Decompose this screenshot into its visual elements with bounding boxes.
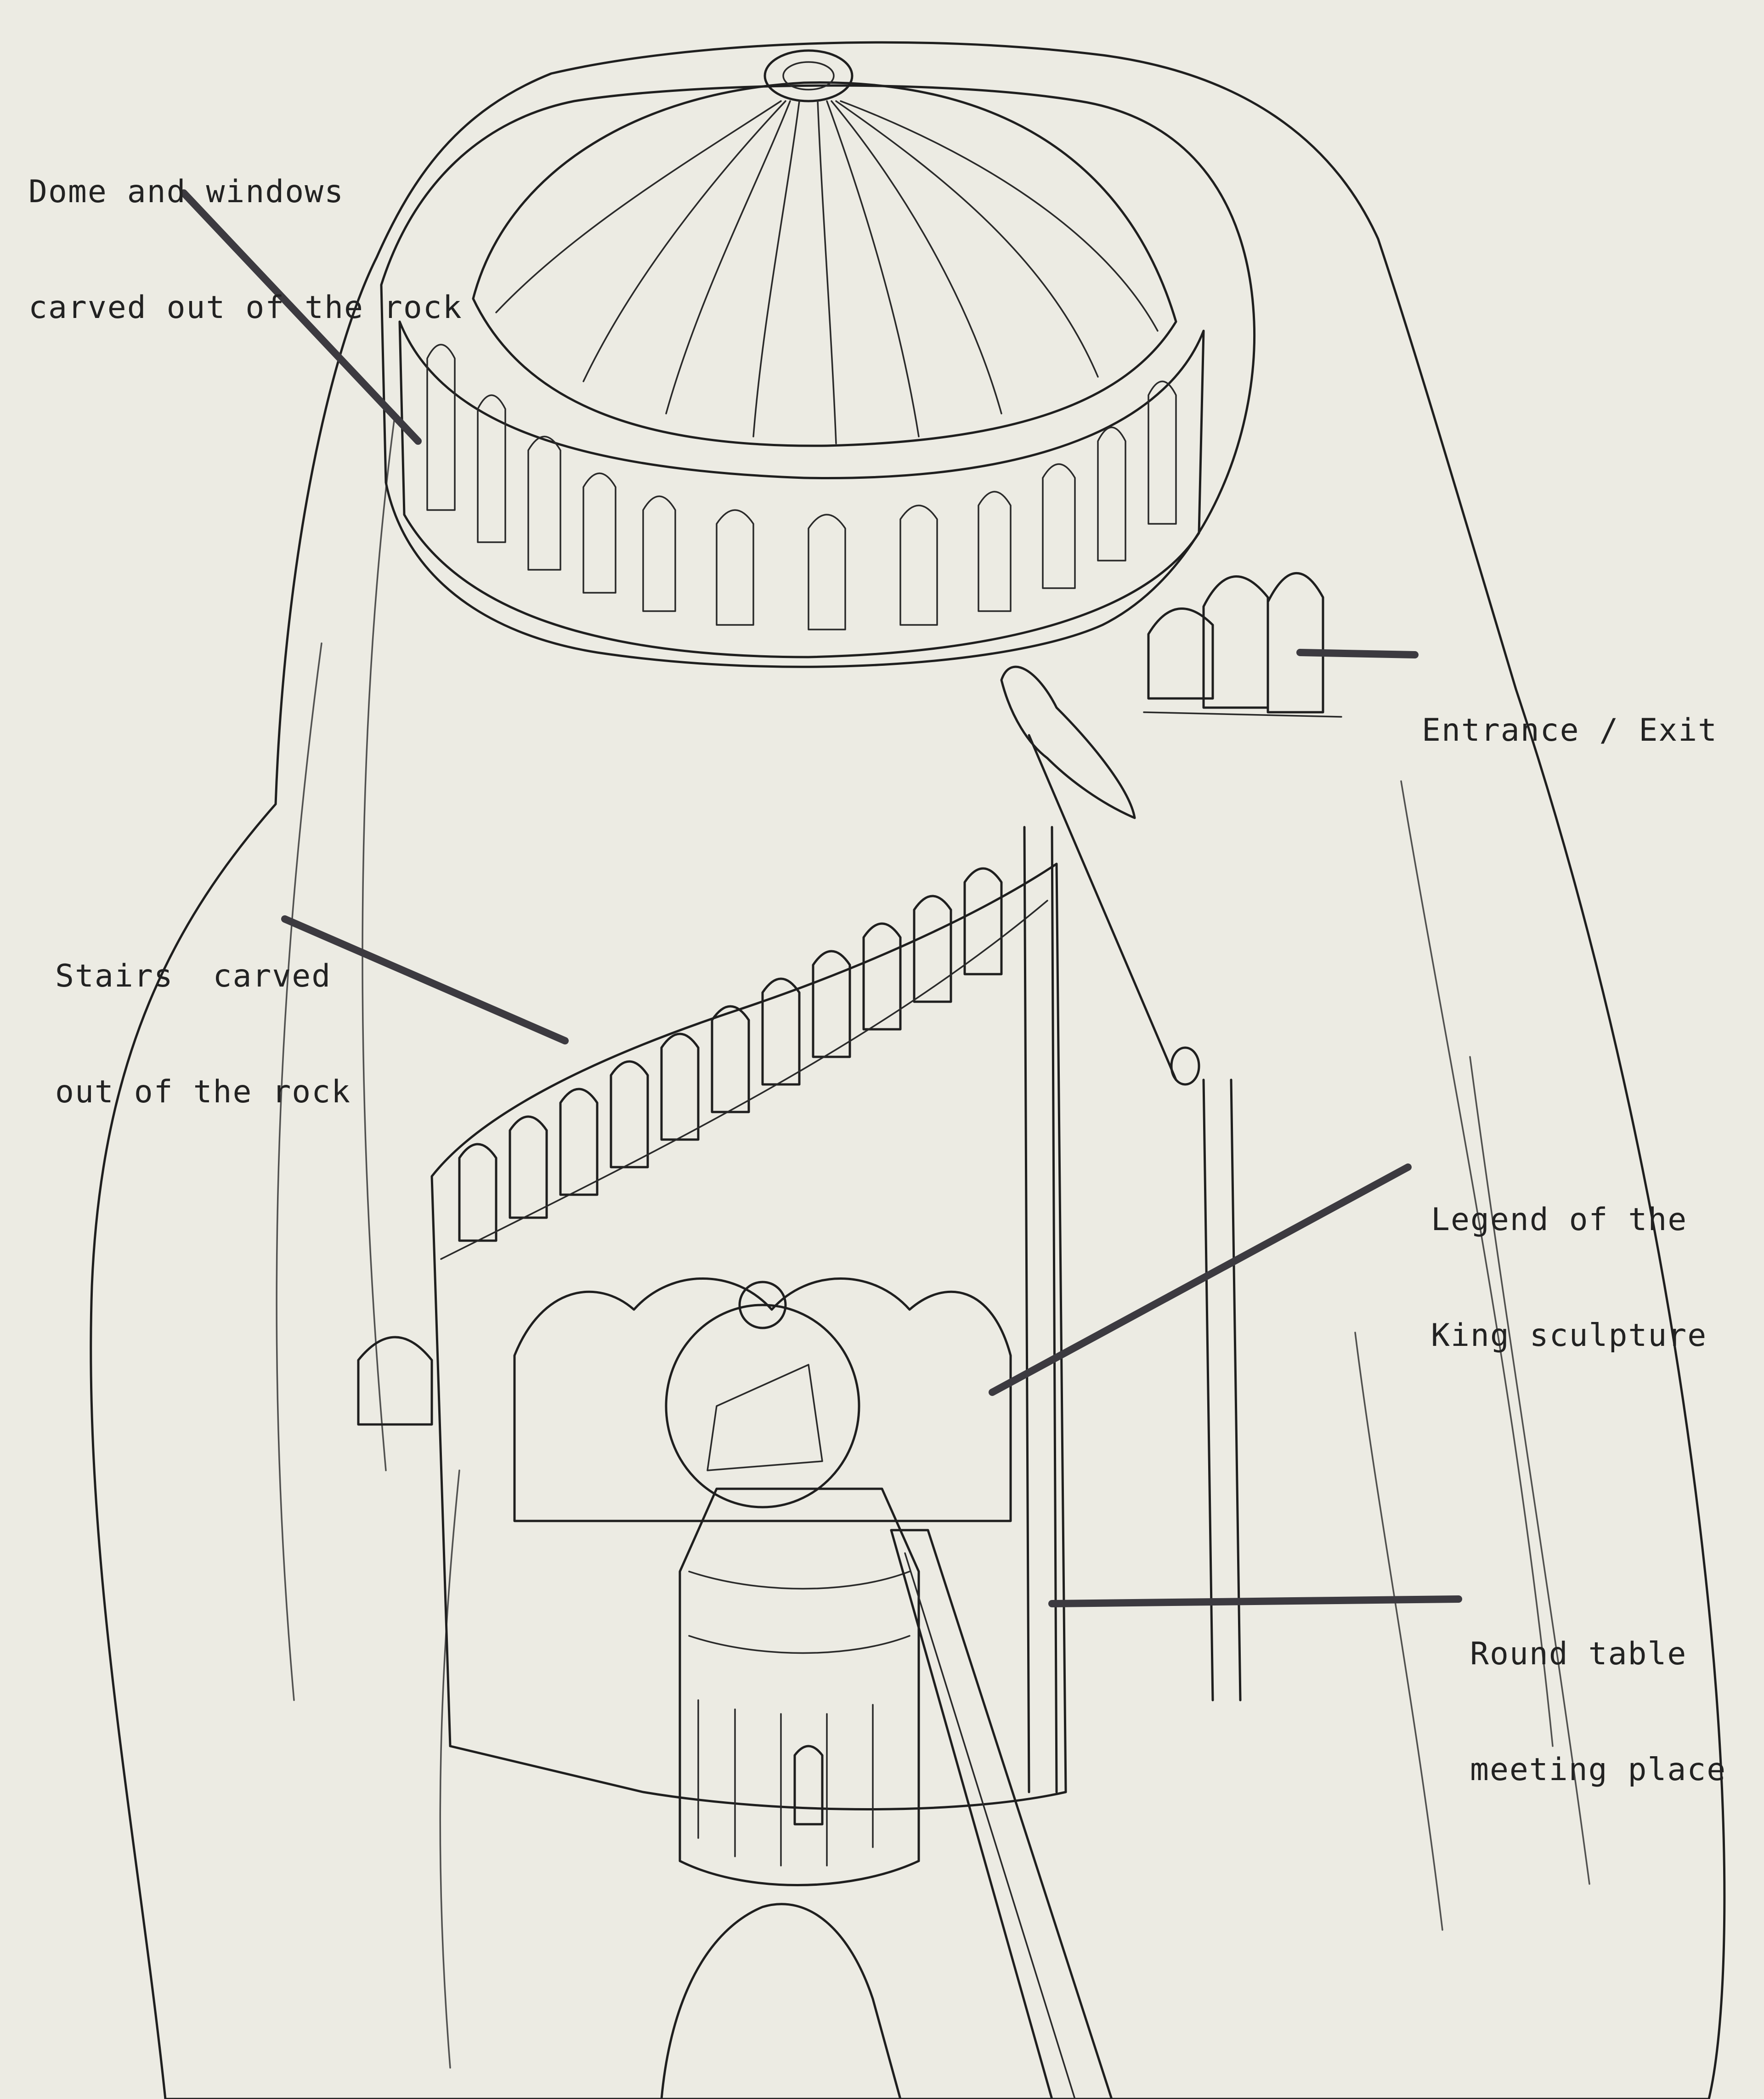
dome-cavity (380, 84, 1256, 668)
leader-stairs (281, 915, 569, 1044)
entrance-arcade (1143, 572, 1342, 718)
hall-columns (1023, 826, 1242, 1793)
oculus (763, 49, 854, 102)
side-doorway (357, 1336, 433, 1426)
label-legend-line1: Legend of the (1431, 1202, 1688, 1238)
leader-roundtable (1048, 1595, 1462, 1607)
label-dome-line2: carved out of the rock (28, 289, 463, 326)
dome-ribs (495, 100, 1159, 444)
label-roundtable: Round table meeting place (1470, 1558, 1726, 1866)
king-sculpture-relief (513, 1277, 1012, 1522)
rock-mass (90, 41, 1726, 2099)
stair-bridge (890, 1529, 1113, 2099)
stair-arcade (440, 867, 1048, 1260)
label-roundtable-line1: Round table (1470, 1636, 1687, 1672)
leader-entrance (1296, 649, 1419, 658)
angel-statue (1000, 665, 1136, 819)
label-dome: Dome and windows carved out of the rock (28, 96, 463, 404)
main-hall (430, 862, 1067, 1810)
rock-pinnacle (660, 1903, 902, 2099)
label-legend-line2: King sculpture (1431, 1317, 1707, 1354)
leader-legend (989, 1163, 1412, 1396)
label-roundtable-line2: meeting place (1470, 1752, 1727, 1788)
label-stairs-line1: Stairs carved (55, 958, 332, 994)
window-drum (398, 320, 1205, 658)
round-table-tower (678, 1487, 920, 1886)
label-entrance: Entrance / Exit (1422, 634, 1718, 827)
label-dome-line1: Dome and windows (28, 174, 345, 210)
rock-striations (276, 413, 1590, 2069)
label-stairs: Stairs carved out of the rock (55, 880, 351, 1189)
dome (472, 81, 1177, 447)
annotation-leaders (180, 189, 1462, 1607)
label-legend: Legend of the King sculpture (1431, 1123, 1707, 1432)
label-entrance-line1: Entrance / Exit (1422, 712, 1718, 749)
label-stairs-line2: out of the rock (55, 1074, 351, 1110)
leader-dome (180, 189, 422, 445)
dome-windows (426, 344, 1177, 630)
